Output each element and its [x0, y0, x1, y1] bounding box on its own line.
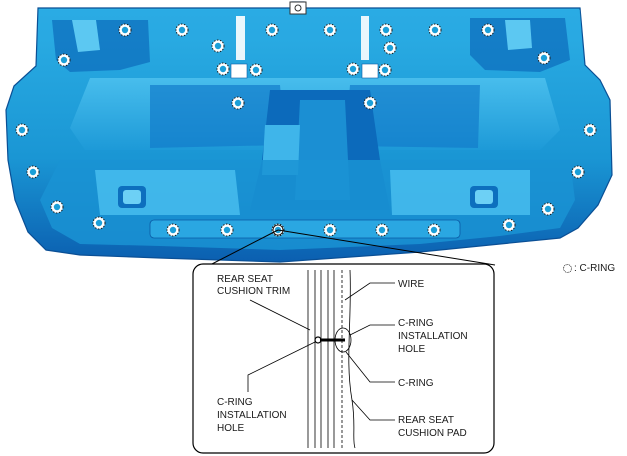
callout-rear-seat-cushion-pad: REAR SEAT CUSHION PAD: [398, 415, 467, 439]
c-ring-hole: [366, 99, 374, 107]
c-ring-hole: [18, 126, 26, 134]
c-ring-hole: [326, 26, 334, 34]
c-ring-hole: [223, 226, 231, 234]
c-ring-hole: [95, 219, 103, 227]
callout-c-ring-installation-hole-left: C-RING INSTALLATION HOLE: [217, 397, 289, 434]
c-ring-hole: [544, 205, 552, 213]
c-ring-hole: [234, 99, 242, 107]
c-ring-hole: [214, 42, 222, 50]
c-ring-hole: [378, 226, 386, 234]
c-ring-hole: [586, 126, 594, 134]
c-ring-hole: [169, 226, 177, 234]
c-ring-hole: [574, 168, 582, 176]
c-ring-markers: [15, 23, 597, 237]
callout-rear-seat-cushion-trim: REAR SEAT CUSHION TRIM: [217, 274, 290, 297]
callout-c-ring-installation-hole-right: C-RING INSTALLATION HOLE: [398, 318, 470, 355]
c-ring-hole: [382, 26, 390, 34]
c-ring-hole: [219, 65, 227, 73]
c-ring-legend: : C-RING: [563, 263, 615, 274]
c-ring-hole: [381, 66, 389, 74]
c-ring-hole: [540, 54, 548, 62]
c-ring-hole: [430, 226, 438, 234]
c-ring-hole: [252, 66, 260, 74]
c-ring-hole: [53, 203, 61, 211]
c-ring-hole: [121, 26, 129, 34]
c-ring-hole: [178, 26, 186, 34]
c-ring-hole: [386, 44, 394, 52]
detail-inset: REAR SEAT CUSHION TRIM WIRE C-RING INSTA…: [192, 224, 496, 454]
c-ring-symbol-icon: [563, 264, 572, 273]
c-ring-hole: [268, 26, 276, 34]
c-ring-hole: [29, 168, 37, 176]
c-ring-hole: [60, 56, 68, 64]
c-ring-hole: [431, 26, 439, 34]
c-ring-hole: [505, 221, 513, 229]
c-ring-hole: [484, 26, 492, 34]
callout-c-ring: C-RING: [398, 378, 434, 389]
c-ring-hole: [349, 65, 357, 73]
legend-label: : C-RING: [574, 263, 616, 274]
callout-wire: WIRE: [398, 279, 424, 290]
c-ring-hole: [326, 226, 334, 234]
